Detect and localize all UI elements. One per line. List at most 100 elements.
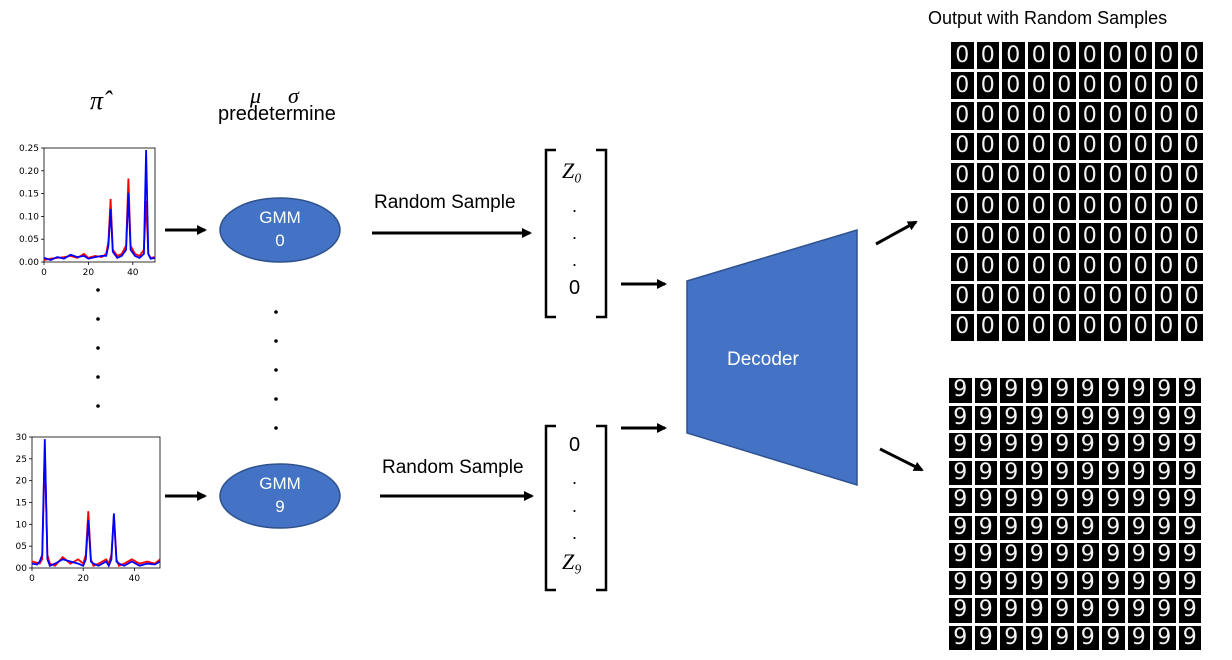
nine-digit-cell: 9 [1076, 570, 1099, 595]
nine-digit-cell: 9 [949, 488, 972, 513]
zero-digit-cell: 0 [1078, 72, 1101, 100]
chart-bottom-series-1-line [31, 439, 161, 568]
zero-digit-cell: 0 [1027, 313, 1050, 341]
zero-digit-cell: 0 [1078, 162, 1101, 190]
chart-bottom-ytick-label: 05 [16, 542, 27, 552]
nine-digit-cell: 9 [1153, 570, 1176, 595]
zero-digit-cell: 0 [1027, 102, 1050, 130]
zero-digit-cell: 0 [1053, 102, 1076, 130]
chart-top-series-1-line [43, 149, 156, 261]
nine-digit-cell: 9 [974, 598, 997, 623]
zero-digit-cell: 0 [1104, 72, 1127, 100]
nine-digit-cell: 9 [1000, 625, 1023, 650]
nine-digit-cell: 9 [974, 460, 997, 485]
nine-digit-cell: 9 [949, 570, 972, 595]
zero-digit-cell: 0 [1155, 72, 1178, 100]
nine-digit-cell: 9 [1127, 625, 1150, 650]
zero-digit-cell: 0 [976, 253, 999, 281]
nine-digit-cell: 9 [1051, 543, 1074, 568]
zero-digit-cell: 0 [1129, 42, 1152, 70]
nine-digit-cell: 9 [1102, 543, 1125, 568]
nine-digit-cell: 9 [1076, 433, 1099, 458]
nine-digit-cell: 9 [1102, 625, 1125, 650]
nine-digit-cell: 9 [1153, 543, 1176, 568]
zero-digit-cell: 0 [1027, 42, 1050, 70]
chart-bottom-xtick-label: 20 [77, 574, 89, 584]
chart-bottom-ytick-label: 20 [16, 477, 28, 487]
zero-digit-cell: 0 [1078, 132, 1101, 160]
gmm-9-index: 9 [275, 497, 285, 516]
zero-digit-cell: 0 [976, 223, 999, 251]
random-sample-top-label: Random Sample [374, 192, 516, 213]
chart-bottom-xtick-label: 0 [29, 574, 35, 584]
nine-digit-cell: 9 [1000, 543, 1023, 568]
nine-digit-cell: 9 [949, 543, 972, 568]
zero-digit-cell: 0 [1104, 313, 1127, 341]
vector-bottom-left-bracket [544, 424, 556, 592]
chart-top-ytick-label: 0.20 [19, 167, 39, 177]
nine-digit-cell: 9 [1178, 570, 1201, 595]
chart-top-xtick-label: 20 [83, 268, 95, 278]
nine-digit-cell: 9 [1127, 433, 1150, 458]
chart-bottom-ytick-label: 30 [16, 433, 28, 443]
nine-digit-cell: 9 [1127, 460, 1150, 485]
vector-top-last: 0 [569, 277, 581, 299]
nine-digit-cell: 9 [1153, 378, 1176, 403]
nine-digit-cell: 9 [1051, 460, 1074, 485]
output-title: Output with Random Samples [928, 8, 1168, 28]
nine-digit-cell: 9 [949, 598, 972, 623]
chart-top-ytick-label: 0.00 [19, 258, 39, 268]
nine-digit-cell: 9 [1025, 433, 1048, 458]
nine-digit-cell: 9 [1025, 378, 1048, 403]
zero-digit-cell: 0 [1078, 223, 1101, 251]
nine-digit-cell: 9 [1051, 625, 1074, 650]
nine-digit-cell: 9 [1051, 515, 1074, 540]
gmm-0-ellipse [219, 197, 341, 263]
nine-digit-cell: 9 [1153, 515, 1176, 540]
nine-digit-cell: 9 [1127, 488, 1150, 513]
chart-top-ytick-label: 0.05 [19, 235, 39, 245]
nine-digit-cell: 9 [1025, 570, 1048, 595]
arrow-decoder-to-output-top [875, 220, 918, 246]
vector-bottom-z9: Z₉ [562, 549, 582, 574]
arrow-decoder-to-output-bottom [879, 447, 924, 472]
zero-digit-cell: 0 [1129, 132, 1152, 160]
zero-digit-cell: 0 [1180, 42, 1203, 70]
nine-digit-cell: 9 [1127, 543, 1150, 568]
zero-digit-cell: 0 [1104, 102, 1127, 130]
zero-digit-cell: 0 [1053, 193, 1076, 221]
nine-digit-cell: 9 [1000, 433, 1023, 458]
nine-digit-cell: 9 [1102, 378, 1125, 403]
nine-digit-cell: 9 [1025, 460, 1048, 485]
nine-digit-cell: 9 [1102, 405, 1125, 430]
nine-digit-cell: 9 [1178, 378, 1201, 403]
zero-digit-cell: 0 [1155, 193, 1178, 221]
zero-digit-cell: 0 [1180, 132, 1203, 160]
chart-bottom-ytick-label: 00 [16, 564, 28, 574]
nine-digit-cell: 9 [1076, 625, 1099, 650]
zero-digit-cell: 0 [1002, 162, 1025, 190]
nine-digit-cell: 9 [1102, 598, 1125, 623]
zero-digit-cell: 0 [951, 193, 974, 221]
nine-digit-cell: 9 [1127, 570, 1150, 595]
vector-bottom-first: 0 [569, 434, 581, 456]
nine-digit-cell: 9 [1102, 515, 1125, 540]
nine-digit-cell: 9 [1000, 378, 1023, 403]
nine-digit-cell: 9 [974, 488, 997, 513]
zero-digit-cell: 0 [1155, 132, 1178, 160]
zero-digit-cell: 0 [1129, 162, 1152, 190]
zero-digit-cell: 0 [1129, 72, 1152, 100]
zero-digit-cell: 0 [1129, 102, 1152, 130]
predetermine-label: predetermine [218, 103, 336, 125]
zero-digit-cell: 0 [1027, 253, 1050, 281]
nine-digit-cell: 9 [1178, 460, 1201, 485]
zero-digit-cell: 0 [1002, 223, 1025, 251]
zero-digit-cell: 0 [1180, 162, 1203, 190]
vector-top-right-bracket [596, 148, 608, 319]
nine-digit-cell: 9 [1153, 598, 1176, 623]
nine-digit-cell: 9 [1076, 405, 1099, 430]
gmm-9-name: GMM [259, 474, 301, 493]
vector-bottom-dot-3: . [572, 523, 578, 543]
